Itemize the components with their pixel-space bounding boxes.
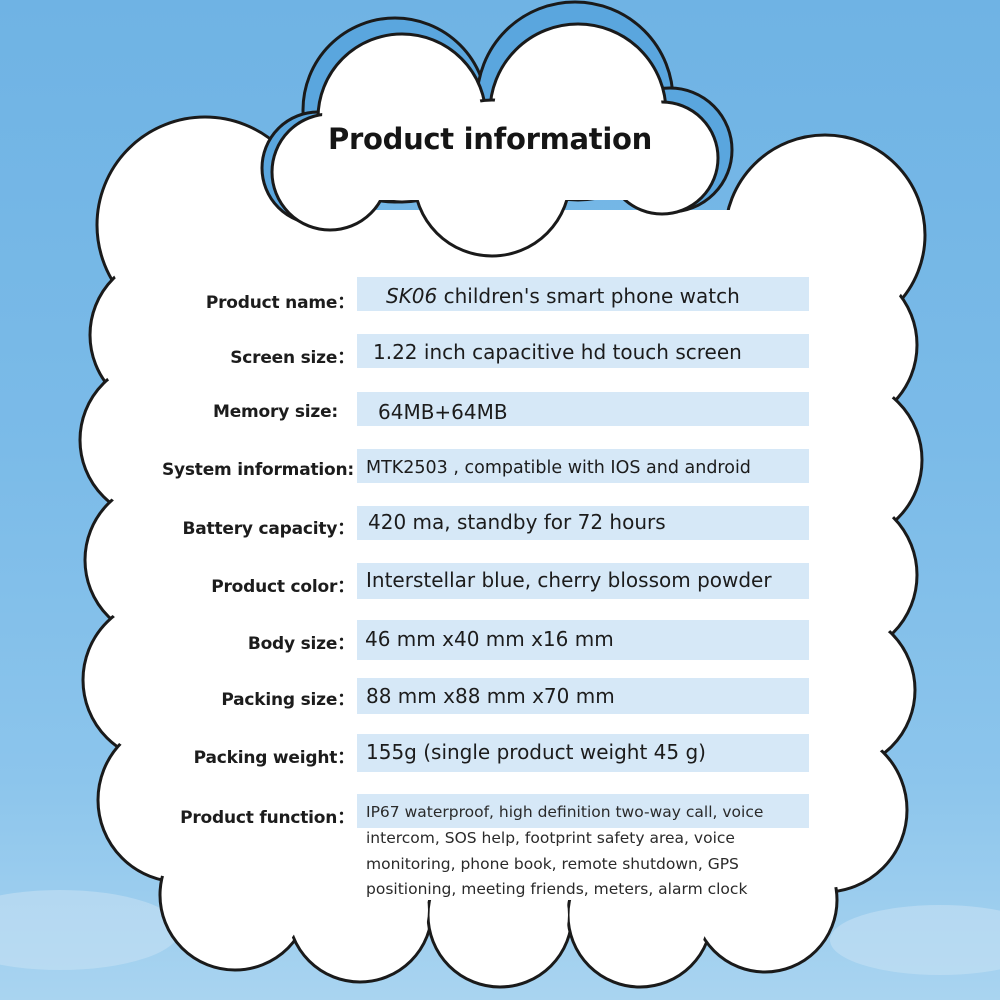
product-function-label: Product function： bbox=[180, 808, 354, 828]
screen-size-label: Screen size： bbox=[230, 348, 354, 368]
value-highlight bbox=[357, 734, 809, 772]
product-name-text: children's smart phone watch bbox=[437, 284, 740, 308]
sky-haze bbox=[0, 890, 1000, 975]
title-cloud-fill bbox=[276, 28, 714, 252]
packing-weight-label: Packing weight： bbox=[193, 748, 355, 768]
memory-size-label: Memory size: bbox=[213, 402, 338, 422]
product-function-line: monitoring, phone book, remote shutdown,… bbox=[366, 855, 739, 873]
value-highlight bbox=[357, 392, 809, 426]
system-information-value: MTK2503 , compatible with IOS and androi… bbox=[366, 458, 751, 478]
packing-size-value: 88 mm x88 mm x70 mm bbox=[366, 684, 615, 708]
page-title: Product information bbox=[328, 122, 652, 156]
body-size-label: Body size： bbox=[247, 634, 354, 654]
packing-size-label: Packing size： bbox=[221, 690, 354, 710]
battery-capacity-value: 420 ma, standby for 72 hours bbox=[368, 510, 666, 534]
packing-weight-value: 155g (single product weight 45 g) bbox=[366, 740, 706, 764]
system-information-label: System information: bbox=[161, 460, 354, 480]
product-function-line: IP67 waterproof, high definition two-way… bbox=[366, 803, 764, 821]
product-name-value: SK06 children's smart phone watch bbox=[386, 284, 740, 308]
battery-capacity-label: Battery capacity： bbox=[182, 519, 355, 539]
value-highlight bbox=[357, 334, 809, 368]
memory-size-value: 64MB+64MB bbox=[378, 400, 508, 424]
value-highlight bbox=[357, 620, 809, 660]
value-highlight bbox=[357, 277, 809, 311]
product-name-label: Product name： bbox=[205, 293, 354, 313]
product-color-label: Product color： bbox=[211, 577, 354, 597]
product-color-value: Interstellar blue, cherry blossom powder bbox=[366, 568, 772, 592]
value-highlight bbox=[357, 794, 809, 828]
body-size-value: 46 mm x40 mm x16 mm bbox=[365, 627, 614, 651]
product-function-line: positioning, meeting friends, meters, al… bbox=[366, 880, 748, 898]
value-highlight bbox=[357, 506, 809, 540]
value-highlight bbox=[357, 678, 809, 714]
product-model: SK06 bbox=[386, 284, 438, 308]
value-highlight bbox=[357, 449, 809, 483]
value-highlight bbox=[357, 563, 809, 599]
product-function-line: intercom, SOS help, footprint safety are… bbox=[366, 829, 735, 847]
screen-size-value: 1.22 inch capacitive hd touch screen bbox=[373, 340, 742, 364]
